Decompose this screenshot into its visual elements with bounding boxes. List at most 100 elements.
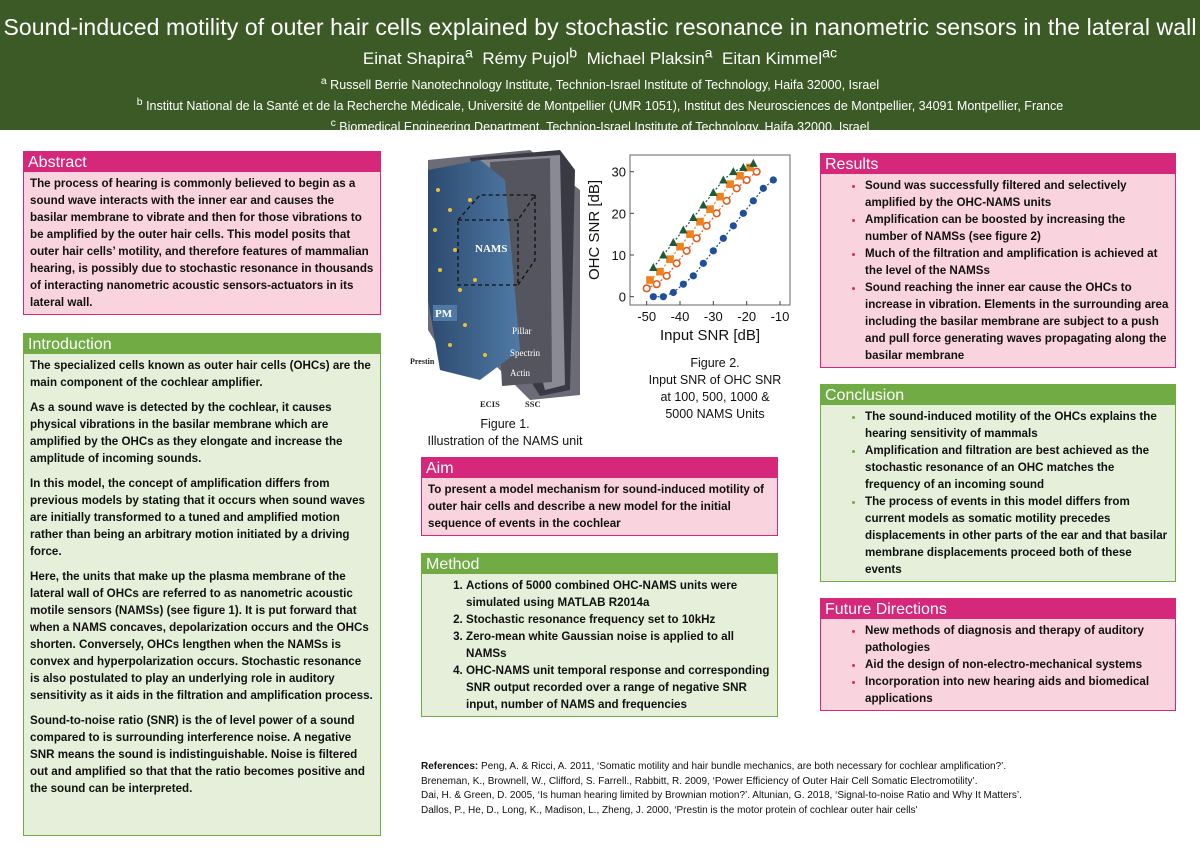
paragraph: Here, the units that make up the plasma …: [30, 570, 373, 702]
references: References: Peng, A. & Ricci, A. 2011, ‘…: [421, 760, 1111, 818]
data-point: [739, 209, 747, 217]
introduction-body: The specialized cells known as outer hai…: [23, 354, 381, 836]
list-item: Sound was successfully filtered and sele…: [865, 177, 1169, 211]
data-point: [676, 242, 684, 251]
data-point: [689, 213, 698, 221]
figure-2-caption: Figure 2. Input SNR of OHC SNR at 100, 5…: [648, 356, 782, 421]
data-point: [682, 246, 691, 255]
results-body: Sound was successfully filtered and sele…: [820, 174, 1176, 368]
y-tick-label: 30: [612, 165, 626, 180]
list-item: OHC-NAMS unit temporal response and corr…: [466, 662, 771, 713]
data-point: [739, 163, 748, 171]
data-point: [722, 196, 731, 205]
data-point: [752, 167, 761, 176]
y-axis-label: OHC SNR [dB]: [586, 180, 603, 280]
prestin-label: Prestin: [410, 357, 435, 366]
reference-entry: Dai, H. & Green, D. 2005, ‘Is human hear…: [421, 790, 1022, 801]
results-list: Sound was successfully filtered and sele…: [827, 177, 1169, 364]
paragraph: In this model, the concept of amplificat…: [30, 477, 366, 558]
results-section: Results Sound was successfully filtered …: [820, 153, 1176, 368]
pm-label: PM: [435, 308, 453, 320]
section-heading: Method: [421, 553, 778, 574]
method-section: Method Actions of 5000 combined OHC-NAMS…: [421, 553, 778, 717]
data-point: [659, 250, 668, 259]
affiliation: c Biomedical Engineering Department, Tec…: [330, 117, 870, 135]
affiliations: a Russell Berrie Nanotechnology Institut…: [0, 73, 1200, 136]
ecis-label: ECIS: [480, 399, 500, 409]
data-point: [699, 259, 707, 267]
list-item: New methods of diagnosis and therapy of …: [865, 622, 1169, 656]
data-point: [769, 176, 777, 184]
data-point: [649, 263, 658, 271]
reference-entry: Dallos, P., He, D., Long, K., Madison, L…: [421, 804, 918, 816]
actin-label: Actin: [510, 368, 530, 378]
paragraph: Sound-to-noise ratio (SNR) is the of lev…: [30, 714, 365, 795]
data-point: [696, 217, 704, 226]
list-item: Stochastic resonance frequency set to 10…: [466, 611, 771, 628]
poster-header: Sound-induced motility of outer hair cel…: [0, 0, 1200, 134]
section-heading: Results: [820, 153, 1176, 174]
data-point: [659, 293, 667, 301]
data-point: [746, 163, 754, 172]
spectrin-label: Spectrin: [510, 348, 540, 358]
section-heading: Conclusion: [820, 384, 1176, 405]
list-item: The sound-induced motility of the OHCs e…: [865, 408, 1169, 442]
data-point: [729, 167, 738, 176]
abstract-text: The process of hearing is commonly belie…: [23, 172, 381, 315]
list-item: The process of events in this model diff…: [865, 493, 1169, 578]
data-point: [679, 280, 687, 288]
data-point: [736, 172, 744, 180]
data-point: [689, 272, 697, 280]
future-list: New methods of diagnosis and therapy of …: [827, 622, 1169, 707]
data-point: [706, 205, 714, 213]
list-item: Actions of 5000 combined OHC-NAMS units …: [466, 577, 771, 611]
section-heading: Abstract: [23, 151, 381, 172]
author: Michael Plaksina: [586, 45, 713, 68]
data-point: [749, 197, 757, 205]
future-directions-section: Future Directions New methods of diagnos…: [820, 598, 1176, 711]
x-tick-label: -40: [671, 309, 690, 324]
data-point: [729, 222, 737, 230]
data-point: [699, 200, 708, 209]
x-tick-label: -30: [704, 309, 723, 324]
data-point: [719, 175, 728, 184]
data-point: [642, 284, 651, 293]
data-point: [662, 271, 671, 280]
ssc-label: SSC: [525, 399, 541, 409]
data-point: [646, 276, 654, 284]
poster-title: Sound-induced motility of outer hair cel…: [3, 14, 1197, 40]
list-item: Incorporation into new hearing aids and …: [865, 673, 1169, 707]
data-point: [712, 209, 721, 218]
data-point: [656, 267, 664, 276]
paragraph: The specialized cells known as outer hai…: [30, 359, 371, 389]
y-tick-label: 0: [619, 290, 626, 305]
data-point: [742, 175, 751, 185]
data-point: [686, 230, 694, 238]
author: Rémy Pujolb: [482, 45, 578, 68]
method-list: Actions of 5000 combined OHC-NAMS units …: [428, 577, 771, 713]
section-heading: Aim: [421, 457, 778, 478]
reference-entry: References: Peng, A. & Ricci, A. 2011, ‘…: [421, 761, 1007, 772]
figure-1-illustration: NAMS PM Pillar Spectrin Actin Prestin EC…: [410, 150, 590, 412]
conclusion-body: The sound-induced motility of the OHCs e…: [820, 405, 1176, 582]
affiliation: a Russell Berrie Nanotechnology Institut…: [320, 75, 880, 92]
pillar-label: Pillar: [512, 326, 532, 336]
mark-layer: [642, 158, 777, 301]
data-point: [669, 288, 677, 297]
list-item: Much of the filtration and amplification…: [865, 245, 1169, 279]
affiliation: b Institut National de la Santé et de la…: [136, 96, 1064, 113]
data-point: [759, 184, 767, 192]
abstract-section: Abstract The process of hearing is commo…: [23, 151, 381, 315]
x-tick-label: -10: [771, 309, 790, 324]
nams-label: NAMS: [475, 243, 507, 255]
list-item: Amplification and filtration are best ac…: [865, 442, 1169, 493]
data-point: [672, 259, 681, 268]
author-list: Einat Shapiraa Rémy Pujolb Michael Plaks…: [0, 45, 1200, 69]
method-body: Actions of 5000 combined OHC-NAMS units …: [421, 574, 778, 717]
data-point: [749, 158, 758, 167]
data-point: [649, 293, 657, 301]
list-item: Aid the design of non-electro-mechanical…: [865, 656, 1169, 673]
data-point: [716, 192, 724, 201]
list-item: Amplification can be boosted by increasi…: [865, 211, 1169, 245]
